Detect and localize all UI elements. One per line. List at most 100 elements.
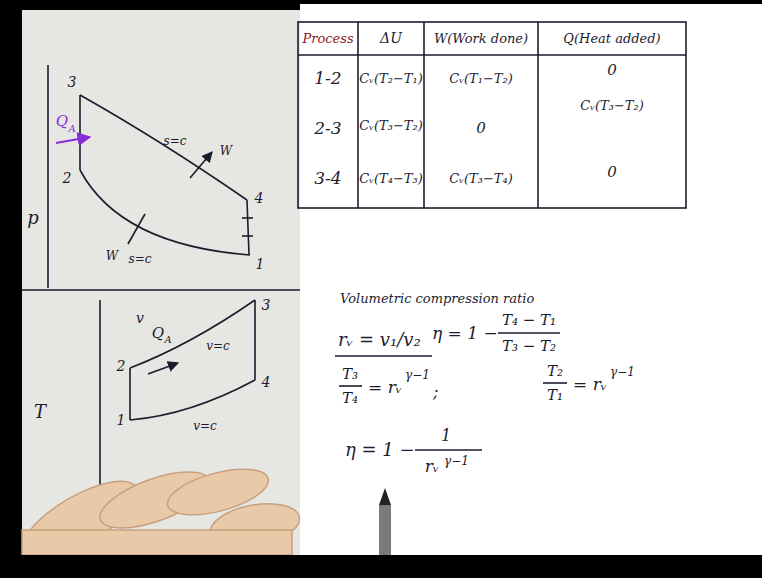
equation-heading: Volumetric compression ratio bbox=[340, 292, 534, 306]
equation: η = 1 − bbox=[432, 324, 498, 343]
table-rule bbox=[357, 22, 359, 208]
numerator: 1 bbox=[441, 427, 451, 445]
denominator: T₄ bbox=[342, 390, 358, 407]
heat-label-box: Q bbox=[56, 112, 68, 130]
isochore-2-3 bbox=[79, 95, 81, 170]
state-number: 3 bbox=[262, 298, 271, 313]
equation-box: η = 1 − bbox=[432, 324, 498, 343]
bottom-bar bbox=[0, 555, 762, 578]
axis-label: p bbox=[27, 208, 39, 228]
column-header-box: ΔU bbox=[380, 29, 402, 47]
column-header: Process bbox=[302, 32, 353, 46]
fraction-bar bbox=[498, 332, 560, 334]
heat-subscript: A bbox=[164, 334, 171, 345]
axis-label: v bbox=[136, 311, 144, 326]
equation-box: η = 1 − bbox=[345, 440, 415, 460]
state-number: 1 bbox=[117, 413, 126, 428]
table-cell-box: Cᵥ(T₁−T₂) bbox=[449, 69, 513, 87]
row-header-box: 3-4 bbox=[314, 169, 341, 188]
underline bbox=[335, 355, 432, 357]
equation-heading-box: Volumetric compression ratio bbox=[340, 289, 534, 307]
exponent: γ−1 bbox=[610, 366, 635, 379]
axis-label-box: p bbox=[27, 208, 39, 228]
heat-arrow bbox=[148, 363, 178, 374]
table-cell-box: 0 bbox=[476, 119, 486, 137]
isentrope-1-2 bbox=[80, 170, 250, 255]
column-header-box: W(Work done) bbox=[434, 29, 528, 47]
column-header-box: Process bbox=[302, 29, 353, 47]
table-cell-box: Cᵥ(T₂−T₁) bbox=[359, 69, 423, 87]
state-number-box: 2 bbox=[63, 169, 72, 187]
denominator: rᵥ bbox=[425, 457, 439, 476]
isentrope-3-4 bbox=[254, 300, 256, 380]
heat-label: Q bbox=[152, 325, 164, 342]
separator bbox=[22, 289, 300, 291]
axis-label-box: v bbox=[136, 309, 144, 327]
work-label: W bbox=[106, 250, 118, 263]
process-label-box: v=c bbox=[206, 336, 230, 354]
equation: η = 1 − bbox=[345, 440, 415, 460]
numerator-box: 1 bbox=[441, 427, 451, 445]
work-label: W bbox=[220, 145, 232, 158]
table-cell-box: Cᵥ(T₄−T₃) bbox=[359, 169, 423, 187]
state-number: 3 bbox=[68, 75, 77, 90]
state-number-box: 3 bbox=[68, 73, 77, 91]
state-number-box: 1 bbox=[117, 411, 126, 429]
table-cell: Cᵥ(T₃−T₄) bbox=[449, 172, 513, 186]
pen bbox=[379, 505, 391, 555]
board-right bbox=[300, 4, 762, 555]
numerator-box: T₂ bbox=[547, 362, 563, 380]
work-label-box: W bbox=[106, 246, 118, 264]
denominator: T₁ bbox=[547, 387, 563, 404]
exponent: γ−1 bbox=[444, 455, 469, 468]
state-number: 1 bbox=[256, 257, 265, 272]
table-border bbox=[298, 22, 686, 208]
heat-arrow bbox=[56, 137, 90, 143]
axis-label-box: T bbox=[34, 402, 46, 422]
fraction-bar bbox=[339, 385, 362, 387]
state-number-box: 3 bbox=[262, 296, 271, 314]
isochore-4-1 bbox=[247, 200, 249, 255]
table-rule bbox=[298, 54, 686, 56]
column-header: Q(Heat added) bbox=[563, 32, 660, 46]
denominator-box: T₁ bbox=[547, 386, 563, 404]
process-label-box: s=c bbox=[129, 249, 152, 267]
state-number: 2 bbox=[117, 359, 126, 374]
isochore-2-3 bbox=[130, 300, 255, 368]
table-cell: Cᵥ(T₃−T₂) bbox=[359, 119, 423, 133]
numerator-box: T₄ − T₁ bbox=[502, 311, 556, 329]
process-label-box: v=c bbox=[193, 416, 217, 434]
heat-subscript: A bbox=[68, 123, 75, 134]
process-label: v=c bbox=[206, 340, 230, 353]
state-number: 2 bbox=[63, 171, 72, 186]
exponent-box: γ−1 bbox=[444, 451, 469, 469]
denominator-box: T₄ bbox=[342, 389, 358, 407]
state-number-box: 1 bbox=[256, 255, 265, 273]
table-cell: Cᵥ(T₁−T₂) bbox=[449, 72, 513, 86]
row-header: 3-4 bbox=[314, 169, 341, 188]
state-number: 4 bbox=[262, 375, 271, 390]
column-header-box: Q(Heat added) bbox=[563, 29, 660, 47]
equation: = rᵥ bbox=[573, 375, 607, 394]
isentrope-1-2 bbox=[129, 368, 131, 420]
palm bbox=[22, 530, 292, 555]
table-rule bbox=[537, 22, 539, 208]
heat-subscript-box: A bbox=[164, 329, 171, 347]
process-label: s=c bbox=[164, 135, 187, 148]
numerator: T₃ bbox=[342, 366, 358, 383]
table-cell: Cᵥ(T₃−T₂) bbox=[580, 99, 644, 113]
row-header: 1-2 bbox=[314, 69, 341, 88]
row-header-box: 1-2 bbox=[314, 69, 341, 88]
denominator: T₃ − T₂ bbox=[502, 338, 556, 355]
state-number-box: 4 bbox=[255, 189, 264, 207]
denominator-box: rᵥ bbox=[425, 457, 439, 476]
state-number-box: 2 bbox=[117, 357, 126, 375]
equation-box: rᵥ = v₁/v₂ bbox=[338, 330, 421, 350]
state-number-box: 4 bbox=[262, 373, 271, 391]
process-label: v=c bbox=[193, 420, 217, 433]
tick bbox=[242, 217, 253, 219]
row-header: 2-3 bbox=[314, 119, 341, 138]
heat-label-box: Q bbox=[152, 324, 164, 342]
table-cell-box: Cᵥ(T₃−T₄) bbox=[449, 169, 513, 187]
